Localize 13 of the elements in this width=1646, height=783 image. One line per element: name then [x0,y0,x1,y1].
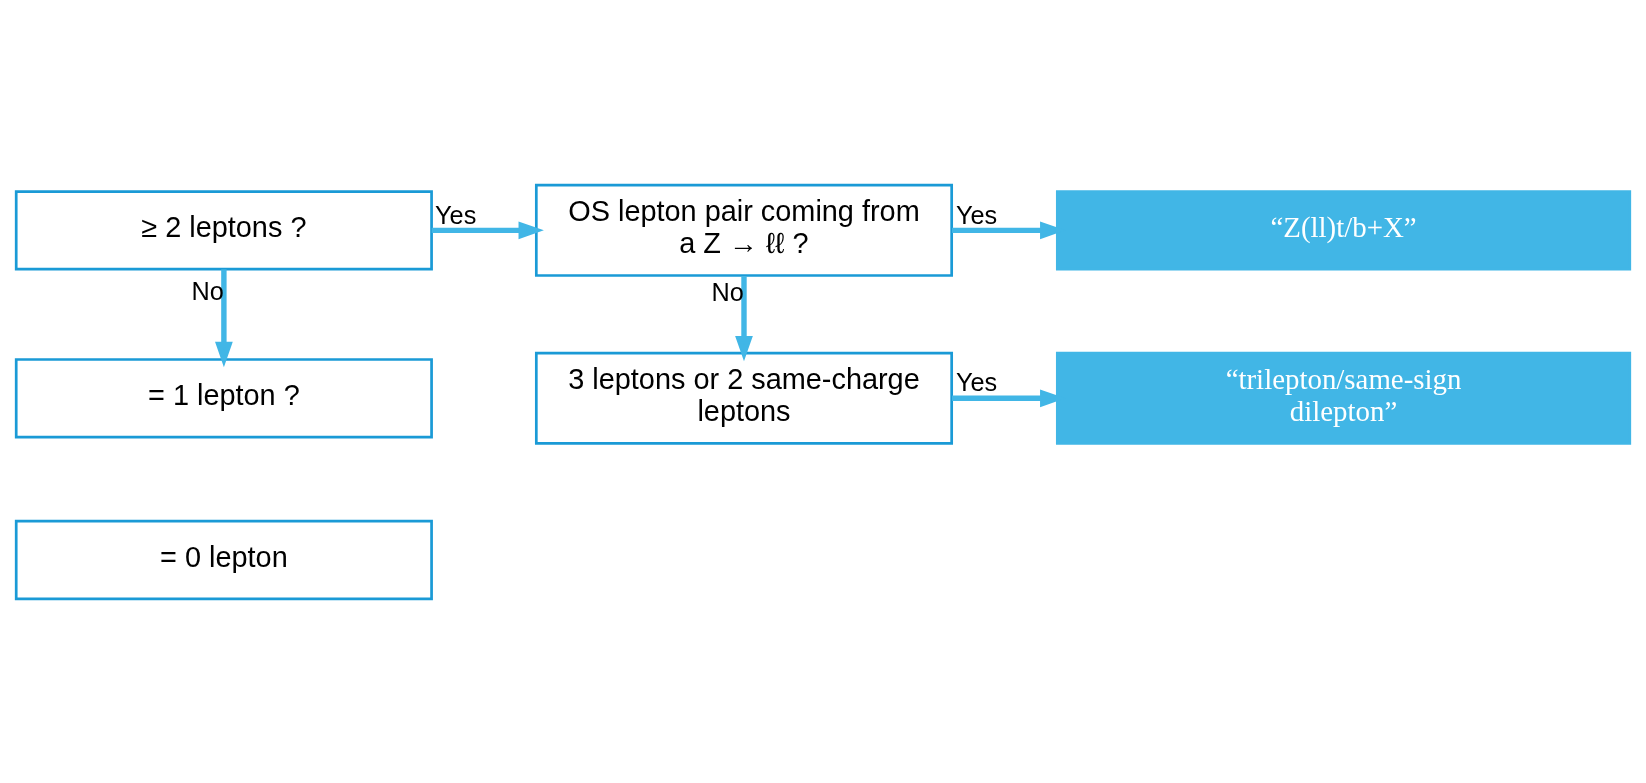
arrow [431,221,544,239]
node-box: OS lepton pair coming from a Z → ℓℓ ? [534,183,954,277]
node-box: “Z(ll)t/b+X” [1055,189,1632,271]
edge-label: Yes [956,367,998,396]
edge-label: Yes [956,200,998,229]
node-box: “trilepton/same-sign dilepton” [1055,351,1632,445]
node-box: = 1 lepton ? [14,357,433,438]
edge-label: Yes [435,200,477,229]
node-box: ≥ 2 leptons ? [14,189,433,271]
node-box: 3 leptons or 2 same-charge leptons [534,351,954,445]
node-box: = 0 lepton [14,519,433,600]
arrow [215,268,233,367]
arrow [735,275,753,361]
